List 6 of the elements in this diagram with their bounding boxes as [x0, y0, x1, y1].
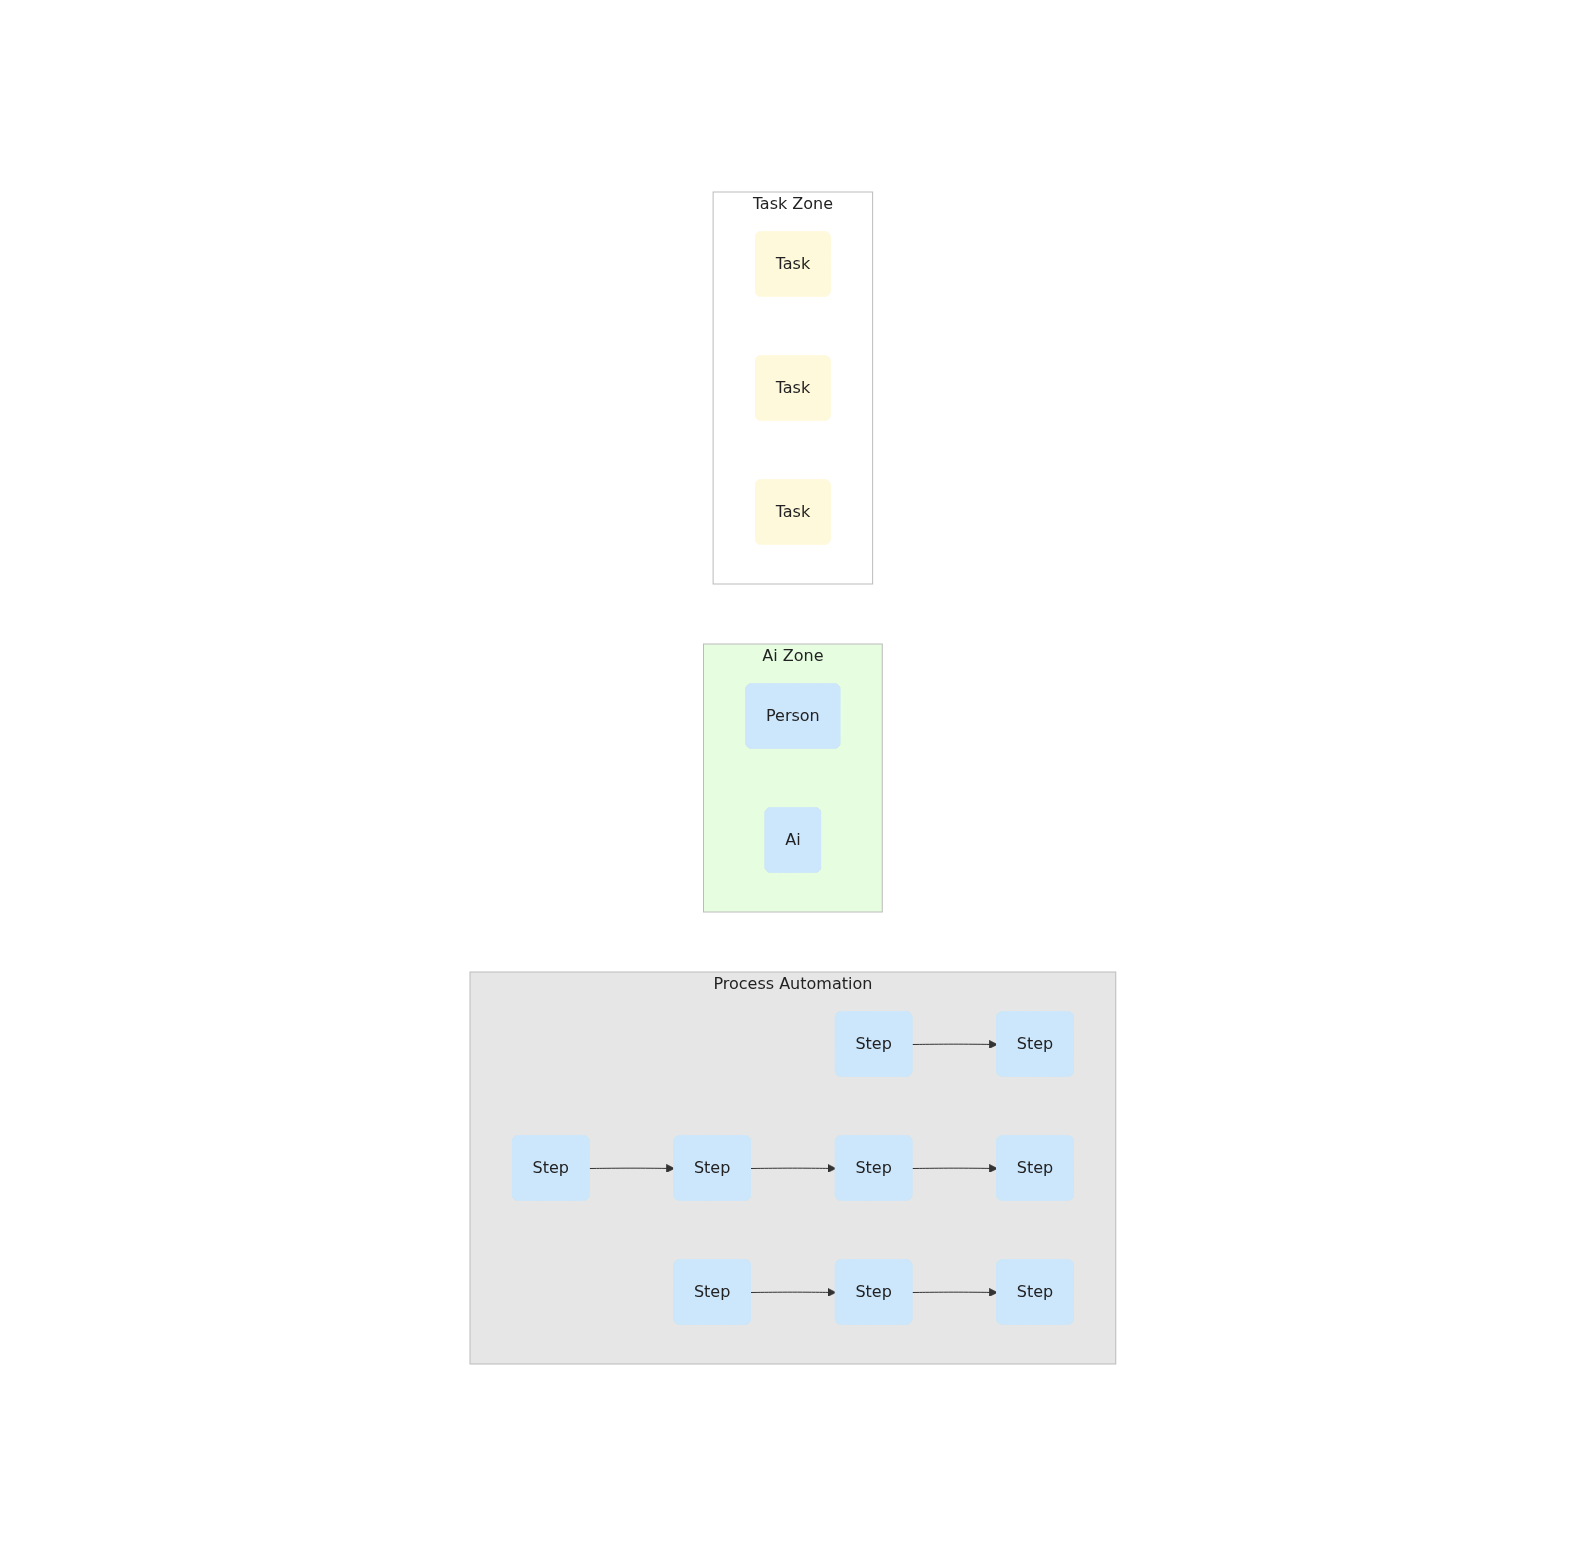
arrow: [750, 1288, 837, 1297]
arrow: [911, 1288, 998, 1297]
arrow: [750, 1164, 837, 1173]
arrow: [911, 1164, 998, 1173]
arrow: [911, 1040, 998, 1049]
arrow: [589, 1164, 675, 1173]
